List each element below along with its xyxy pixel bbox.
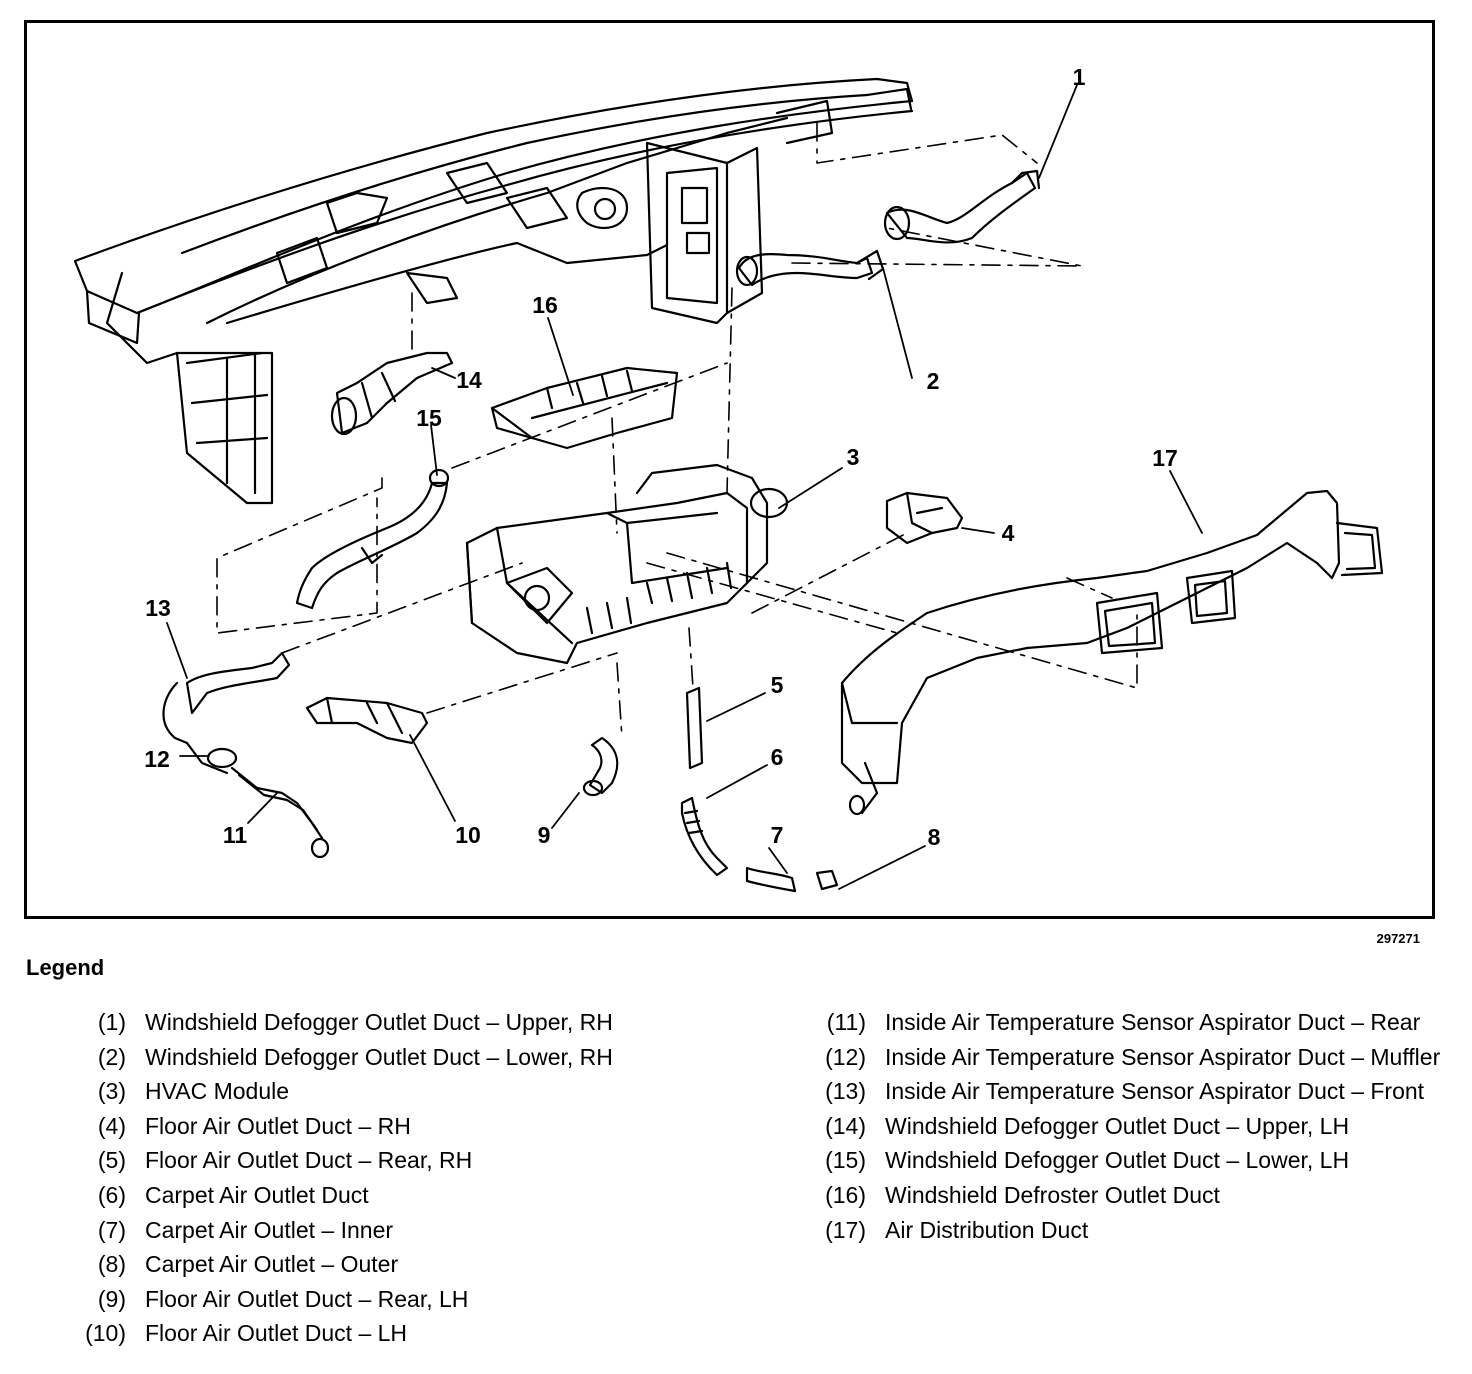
callout-11: 11 [223,822,248,848]
callout-13: 13 [145,595,171,621]
legend-item-text: Windshield Defogger Outlet Duct – Lower,… [145,1043,613,1070]
legend-title: Legend [26,955,105,980]
legend-item-number: (6) [97,1181,126,1208]
floor-duct-rear-lh [582,736,619,797]
floor-duct-lh [305,696,429,745]
legend-item: (16) Windshield Defroster Outlet Duct [800,1179,1460,1212]
legend-item: (15) Windshield Defogger Outlet Duct – Lo… [800,1144,1460,1177]
callout-1: 1 [1073,64,1086,90]
legend-item: (3) HVAC Module [60,1075,760,1108]
legend-item-number: (4) [97,1112,126,1139]
legend-item: (12) Inside Air Temperature Sensor Aspira… [800,1041,1460,1074]
legend-item-number: (10) [85,1320,126,1347]
legend-item-text: HVAC Module [145,1078,290,1105]
legend-item: (1) Windshield Defogger Outlet Duct – Upp… [60,1006,760,1039]
callout-8: 8 [928,824,941,850]
callout-15: 15 [416,405,442,431]
defogger-duct-upper-rh [883,169,1041,244]
legend-item-text: Carpet Air Outlet – Inner [145,1216,394,1243]
legend-item-text: Windshield Defogger Outlet Duct – Lower,… [885,1147,1350,1174]
legend-item-text: Floor Air Outlet Duct – RH [145,1112,411,1139]
legend-column-right: (11) Inside Air Temperature Sensor Aspira… [800,1006,1460,1248]
callout-10: 10 [455,822,481,848]
callout-5: 5 [771,672,784,698]
legend-item: (9) Floor Air Outlet Duct – Rear, LH [60,1283,760,1316]
legend-item: (7) Carpet Air Outlet – Inner [60,1214,760,1247]
legend-item-number: (13) [825,1078,866,1105]
hvac-module [465,463,789,665]
legend-item: (8) Carpet Air Outlet – Outer [60,1248,760,1281]
defroster-outlet-duct [490,366,679,450]
figure-id: 297271 [1376,931,1420,946]
callout-labels: 1 2 3 4 5 6 7 8 9 10 11 12 13 14 15 16 1… [144,64,1178,850]
aspirator-duct-assembly [162,651,330,859]
legend-item-text: Floor Air Outlet Duct – Rear, RH [145,1147,473,1174]
callout-16: 16 [532,292,558,318]
legend-item: (13) Inside Air Temperature Sensor Aspira… [800,1075,1460,1108]
legend-item-text: Inside Air Temperature Sensor Aspirator … [885,1043,1441,1070]
defogger-duct-upper-lh [330,351,454,436]
exploded-view-diagram: 1 2 3 4 5 6 7 8 9 10 11 12 13 14 15 16 1… [24,20,1435,919]
legend-item-text: Inside Air Temperature Sensor Aspirator … [885,1009,1421,1035]
callout-7: 7 [771,822,784,848]
legend-item-number: (15) [825,1147,866,1174]
callout-6: 6 [771,744,784,770]
legend-item-text: Floor Air Outlet Duct – LH [145,1320,408,1347]
legend-item-number: (16) [825,1181,866,1208]
defogger-duct-lower-lh [295,468,450,610]
legend-item: (2) Windshield Defogger Outlet Duct – Low… [60,1041,760,1074]
legend-item-text: Windshield Defogger Outlet Duct – Upper,… [145,1009,613,1035]
legend-item: (10) Floor Air Outlet Duct – LH [60,1317,760,1350]
legend-item-text: Floor Air Outlet Duct – Rear, LH [145,1285,469,1312]
leader-lines [166,84,1203,890]
callout-17: 17 [1152,445,1178,471]
legend-item: (5) Floor Air Outlet Duct – Rear, RH [60,1144,760,1177]
legend-item-text: Carpet Air Outlet – Outer [145,1251,399,1278]
legend-item-number: (17) [825,1216,866,1243]
legend-item-number: (5) [97,1147,126,1174]
assembly-guide-lines [216,122,1138,739]
legend-item-text: Windshield Defogger Outlet Duct – Upper,… [885,1112,1350,1139]
legend-item-number: (9) [97,1285,126,1312]
callout-9: 9 [538,822,551,848]
callout-3: 3 [847,444,860,470]
legend-item-number: (1) [97,1009,126,1035]
legend-item-text: Carpet Air Outlet Duct [145,1181,369,1208]
callout-14: 14 [456,367,482,393]
legend-item-number: (12) [825,1043,866,1070]
legend-column-left: (1) Windshield Defogger Outlet Duct – Upp… [60,1006,760,1352]
callout-2: 2 [927,368,940,394]
legend-item-number: (11) [826,1009,866,1035]
diagram-canvas: 1 2 3 4 5 6 7 8 9 10 11 12 13 14 15 16 1… [73,64,1384,893]
legend-item: (11) Inside Air Temperature Sensor Aspira… [800,1006,1460,1039]
legend-item: (17) Air Distribution Duct [800,1214,1460,1247]
carpet-ducts-rh [680,686,839,893]
instrument-panel-frame [73,77,914,505]
legend-item-text: Windshield Defroster Outlet Duct [885,1181,1220,1208]
legend-item-number: (3) [97,1078,126,1105]
legend-item-number: (7) [97,1216,126,1243]
legend-item-number: (8) [97,1251,126,1278]
air-distribution-duct [840,489,1384,816]
legend-item-number: (14) [825,1112,866,1139]
legend-item-text: Air Distribution Duct [885,1216,1089,1243]
floor-duct-rh [885,491,964,545]
legend-item: (4) Floor Air Outlet Duct – RH [60,1110,760,1143]
legend-item-text: Inside Air Temperature Sensor Aspirator … [885,1078,1425,1105]
legend-item-number: (2) [97,1043,126,1070]
legend-item: (14) Windshield Defogger Outlet Duct – Up… [800,1110,1460,1143]
legend-item: (6) Carpet Air Outlet Duct [60,1179,760,1212]
callout-4: 4 [1002,520,1015,546]
defogger-duct-lower-rh [735,249,885,287]
callout-12: 12 [144,746,170,772]
